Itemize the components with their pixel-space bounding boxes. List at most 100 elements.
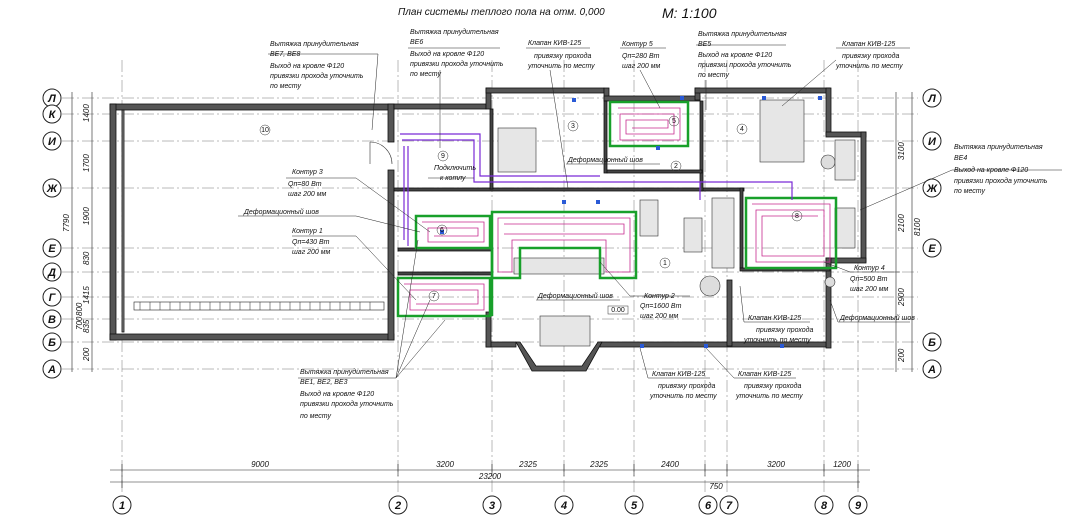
dim-left-200: 200 [82,347,91,362]
svg-text:Г: Г [49,292,57,304]
dim-right-200: 200 [897,348,906,363]
building-walls [109,87,867,372]
room-2: 2 [670,160,682,172]
contour-3-outline [414,214,492,250]
svg-text:7: 7 [432,293,436,300]
dim-left-700: 700 [75,316,84,330]
svg-text:привязку прохода: привязку прохода [842,52,900,60]
heating-contours [396,100,838,318]
svg-text:Л: Л [927,93,936,105]
supply-lines [400,133,793,246]
axis-bubble-3: 3 [482,495,502,515]
room-4: 4 [736,123,748,135]
svg-text:уточнить по месту: уточнить по месту [743,337,811,344]
svg-text:уточнить по месту: уточнить по месту [527,63,595,70]
svg-text:7: 7 [726,500,733,512]
cabinet [639,199,659,237]
svg-text:Деформационный шов: Деформационный шов [839,314,915,322]
axis-bubble-8: 8 [814,495,834,515]
dim-left-830: 830 [82,251,91,265]
svg-text:Б: Б [48,337,56,349]
axis-bubble-V-left: В [42,309,62,329]
note-deformation-joint-4: Деформационный шов [839,314,915,322]
svg-text:Д: Д [47,267,56,279]
svg-text:ВЕ4: ВЕ4 [954,155,967,162]
dim-left-total: 7790 [62,214,71,232]
svg-text:Клапан КИВ-125: Клапан КИВ-125 [738,371,791,378]
axis-bubble-5: 5 [624,495,644,515]
contour-5-outline [608,100,690,148]
svg-text:Выход на кровле Ф120: Выход на кровле Ф120 [954,166,1028,174]
axis-bubble-G-left: Г [42,287,62,307]
svg-text:уточнить по месту: уточнить по месту [835,63,903,70]
note-kontur-2: Контур 2 Qп=1600 Вт шаг 200 мм [640,293,682,320]
svg-text:Клапан КИВ-125: Клапан КИВ-125 [652,371,705,378]
dim-1200: 1200 [833,460,851,469]
dim-2325-b: 2325 [589,460,608,469]
svg-text:Вытяжка принудительная: Вытяжка принудительная [270,40,359,48]
svg-text:Деформационный шов: Деформационный шов [537,292,613,300]
note-kontur-4: Контур 4 Qп=500 Вт шаг 200 мм [850,265,889,293]
dim-right-3100: 3100 [897,142,906,160]
svg-text:Контур 5: Контур 5 [622,41,653,48]
dim-right-2100: 2100 [897,214,906,233]
svg-text:10: 10 [261,127,269,134]
svg-text:привязки прохода уточнить: привязки прохода уточнить [300,400,394,408]
svg-text:ВЕ1, ВЕ2, ВЕ3: ВЕ1, ВЕ2, ВЕ3 [300,379,348,386]
svg-text:Б: Б [928,337,936,349]
note-kontur-5: Контур 5 Qп=280 Вт шаг 200 мм [622,41,661,70]
dim-2325-a: 2325 [518,460,537,469]
axis-bubble-A-left: А [42,359,62,379]
scale-label: М: 1:100 [662,5,717,21]
room-1: 1 [659,257,671,269]
sofa [711,197,735,269]
room-7: 7 [428,290,440,302]
axis-bubble-D-left: Д [42,262,62,282]
bottom-axis-bubbles: 1 2 3 4 5 6 7 8 9 [112,495,868,515]
svg-text:Ж: Ж [926,183,938,195]
contour-2-outline [490,210,638,280]
note-klapan-top: Клапан КИВ-125 привязку прохода уточнить… [527,40,595,70]
svg-text:Контур 4: Контур 4 [854,265,885,272]
svg-text:Qп=500 Вт: Qп=500 Вт [850,276,888,283]
svg-text:ВЕ7, ВЕ8: ВЕ7, ВЕ8 [270,51,300,58]
svg-text:шаг 200 мм: шаг 200 мм [850,286,889,293]
bed-room4 [759,99,805,163]
note-be1-be2-be3: Вытяжка принудительная ВЕ1, ВЕ2, ВЕ3 Вых… [300,368,394,420]
svg-text:шаг 200 мм: шаг 200 мм [288,191,327,198]
svg-text:3: 3 [489,500,495,512]
svg-text:Вытяжка принудительная: Вытяжка принудительная [954,143,1043,151]
note-klapan-bottom-1: Клапан КИВ-125 привязку прохода уточнить… [649,371,717,400]
axis-bubble-E-left: Е [42,238,62,258]
svg-text:шаг 200 мм: шаг 200 мм [622,63,661,70]
svg-text:Клапан КИВ-125: Клапан КИВ-125 [748,315,801,322]
leader-lines [238,44,1062,379]
svg-text:К: К [49,109,57,121]
dim-left-800: 800 [75,302,84,316]
dim-left-1400: 1400 [82,104,91,122]
axis-bubble-ZH-right: Ж [922,178,942,198]
level-marker-box [607,305,629,315]
left-dimension-lines [71,92,93,372]
note-deformation-joint-3: Деформационный шов [537,292,613,300]
svg-text:А: А [927,364,936,376]
svg-text:Л: Л [47,93,56,105]
plan-title: План системы теплого пола на отм. 0,000 [398,7,605,18]
axis-bubble-L-left: Л [42,88,62,108]
axis-bubble-B-left: Б [42,332,62,352]
round-table [699,275,721,297]
svg-text:Выход на кровле Ф120: Выход на кровле Ф120 [410,50,484,58]
dim-right-total: 8100 [913,218,922,236]
plant-2 [824,276,836,288]
note-kontur-1: Контур 1 Qп=430 Вт шаг 200 мм [292,228,331,256]
room-8: 8 [791,210,803,222]
dim-2400: 2400 [660,460,679,469]
room-9: 9 [437,150,449,162]
axis-bubble-E-right: Е [922,238,942,258]
svg-text:по месту: по месту [954,188,985,195]
svg-text:по месту: по месту [698,72,729,79]
svg-text:Qп=1600 Вт: Qп=1600 Вт [640,303,682,310]
svg-text:привязки прохода уточнить: привязки прохода уточнить [698,61,792,69]
axis-bubble-A-right: А [922,359,942,379]
